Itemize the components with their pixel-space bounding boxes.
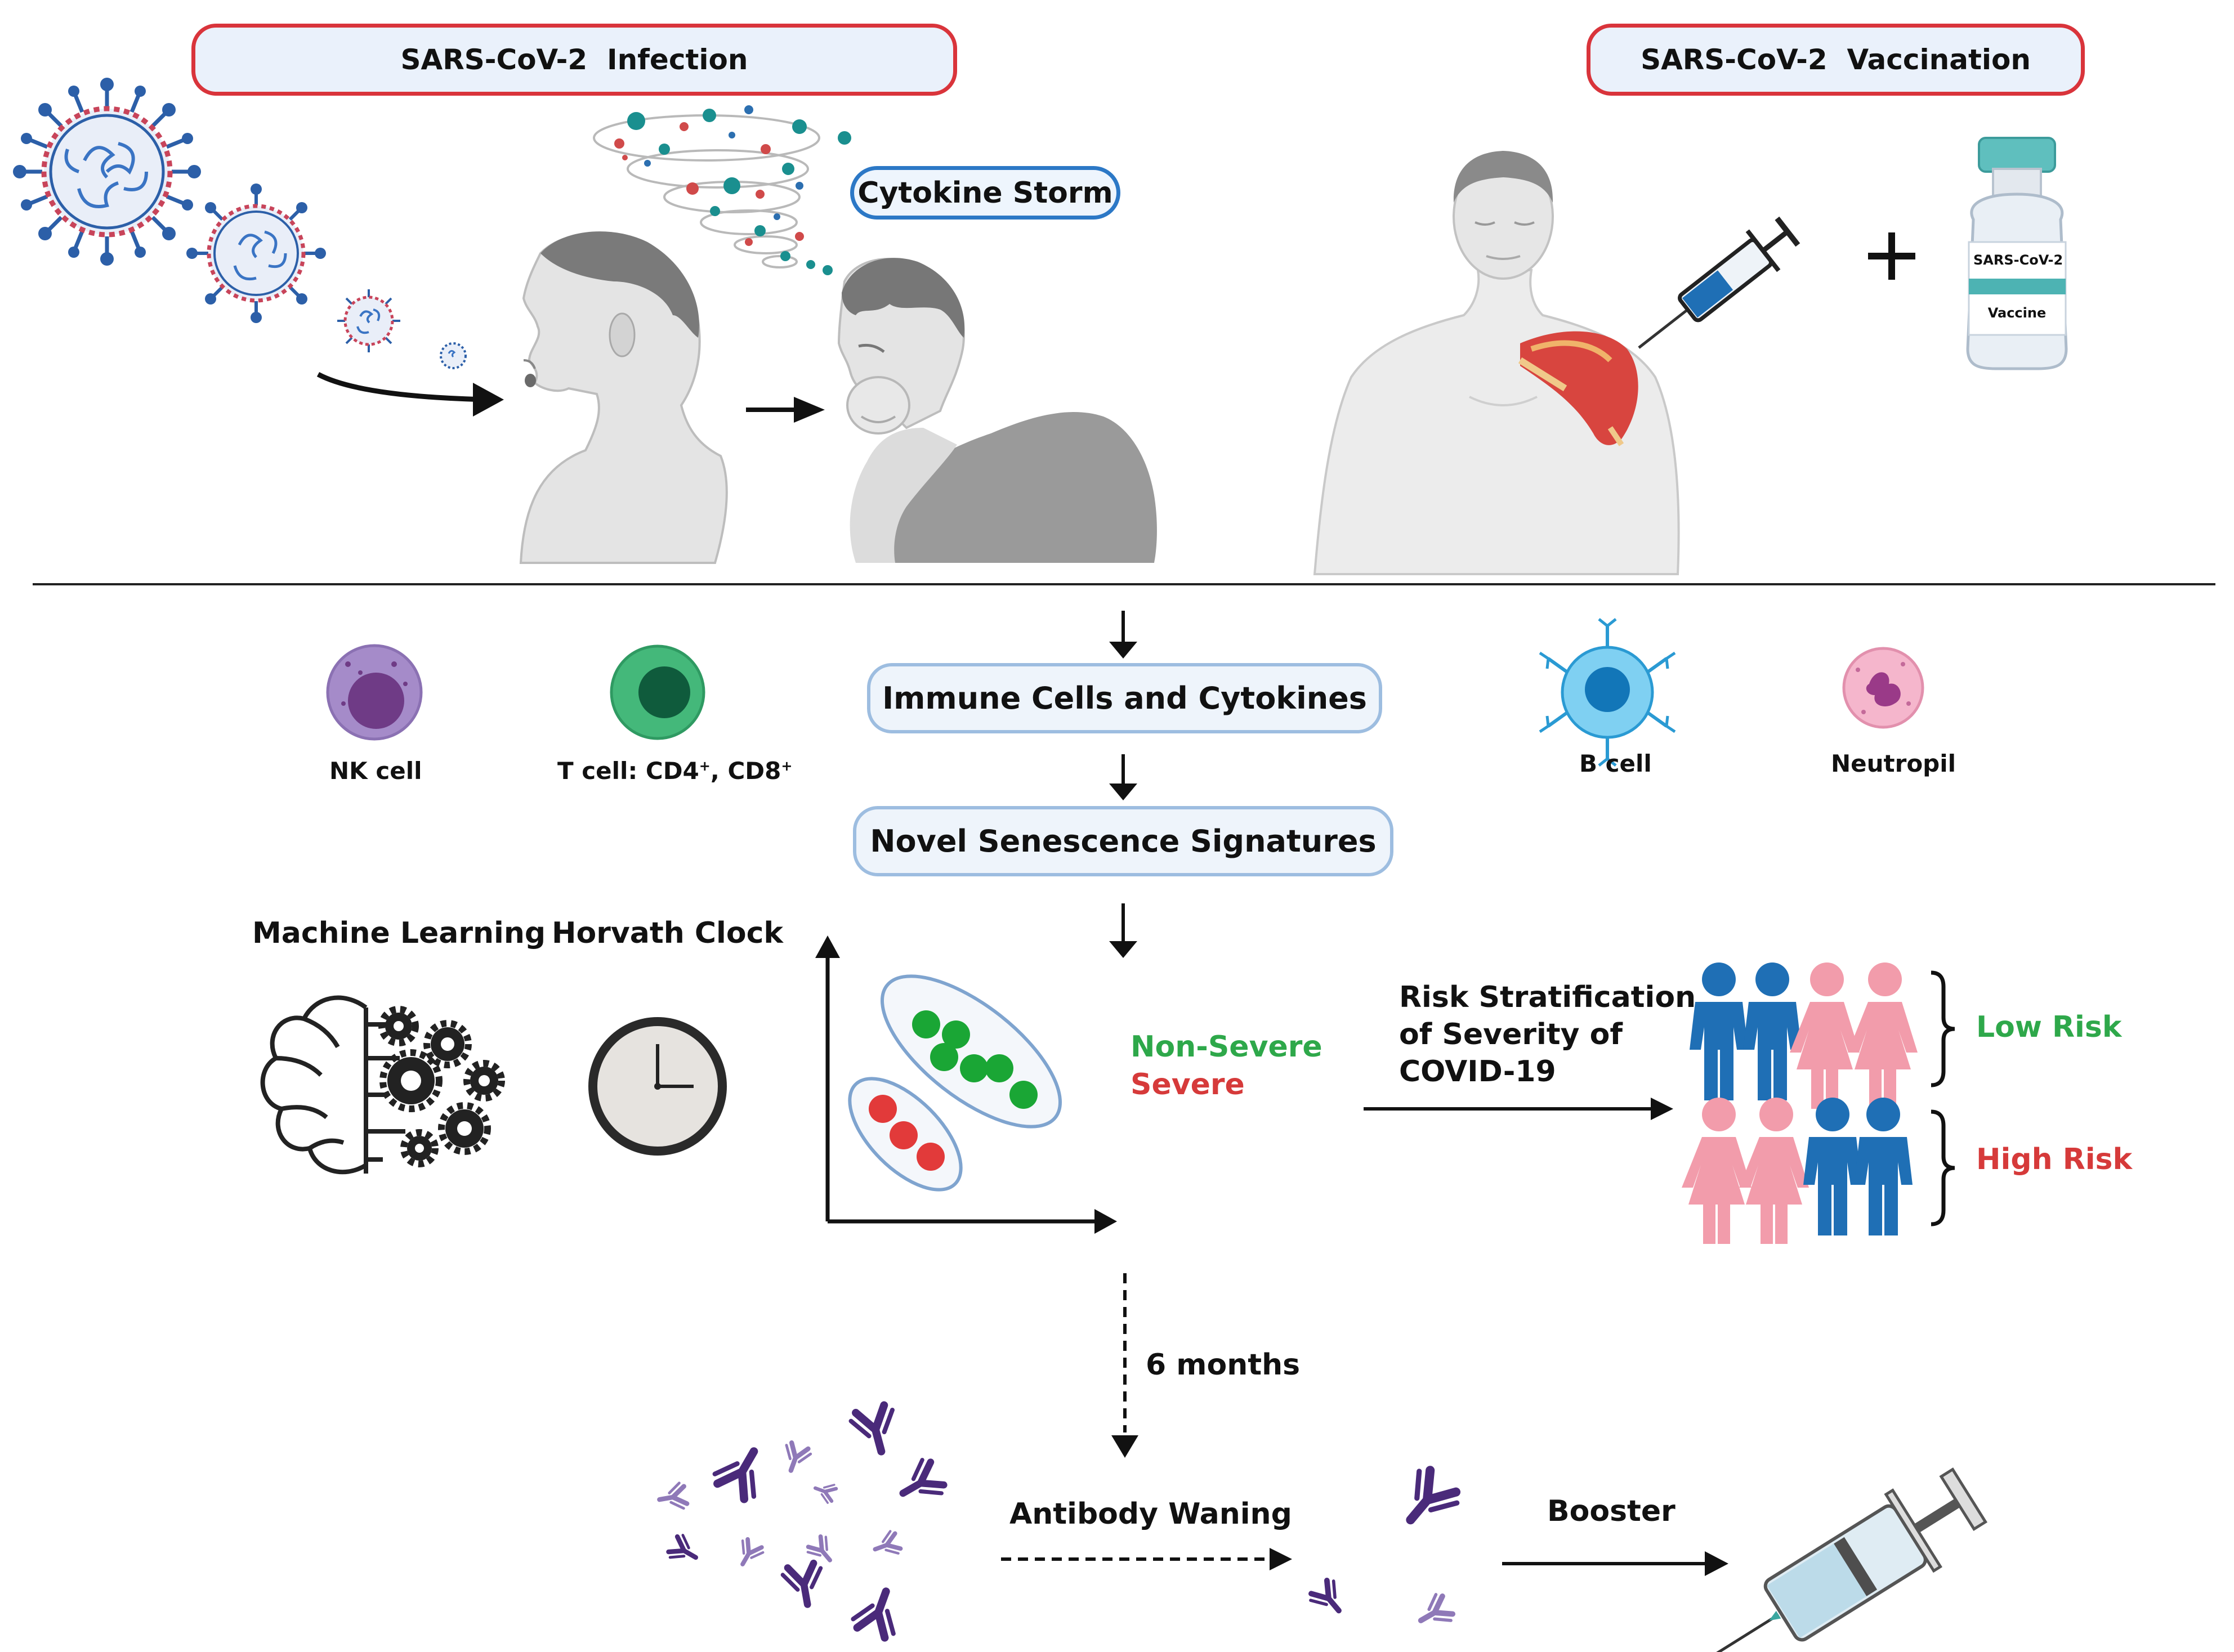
t-cell-icon (610, 644, 705, 740)
vial-label-2: Vaccine (1987, 305, 2047, 321)
risk-line-3: COVID-19 (1399, 1055, 1556, 1089)
machine-learning-label: Machine Learning (252, 916, 546, 950)
booster-syringe-icon (1706, 1467, 1988, 1652)
neutrophil-icon (1842, 647, 1924, 729)
waned-antibody-icon (1308, 1465, 1462, 1633)
antibody-cluster-icon (657, 1403, 946, 1640)
infection-title-box: SARS-CoV-2 Infection (191, 24, 957, 96)
six-months-label: 6 months (1146, 1348, 1301, 1382)
cytokine-storm-label: Cytokine Storm (857, 176, 1113, 210)
high-risk-people-icon (1682, 1098, 1913, 1244)
b-cell-icon (1539, 618, 1676, 767)
risk-line-2: of Severity of (1399, 1018, 1623, 1051)
infection-title: SARS-CoV-2 Infection (400, 43, 748, 76)
high-risk-label: High Risk (1976, 1143, 2133, 1176)
vaccination-title-box: SARS-CoV-2 Vaccination (1587, 24, 2085, 96)
nk-cell-icon (326, 644, 423, 741)
t-cell-label-cd8: , CD8 (710, 757, 781, 785)
vial-label-1: SARS-CoV-2 (1973, 252, 2063, 268)
neutrophil-label: Neutropil (1831, 750, 1956, 777)
cluster-plot (815, 935, 1117, 1234)
immune-cells-label: Immune Cells and Cytokines (882, 681, 1367, 716)
gear-icon (385, 1013, 498, 1161)
vaccine-vial-icon (1966, 137, 2068, 370)
booster-label: Booster (1547, 1494, 1676, 1528)
coughing-person-illustration (837, 258, 1157, 563)
vaccination-title: SARS-CoV-2 Vaccination (1641, 43, 2031, 76)
t-cell-cd8-sup: + (781, 758, 793, 774)
t-cell-label: T cell: CD4+, CD8+ (557, 757, 793, 785)
virus-large-icon (13, 78, 201, 266)
risk-line-1: Risk Stratification (1399, 981, 1696, 1014)
virus-medium-icon (186, 183, 326, 323)
plus-icon (1868, 232, 1915, 280)
nk-cell-label: NK cell (329, 757, 422, 785)
clock-icon (588, 1017, 727, 1156)
low-risk-people-icon (1690, 962, 1918, 1109)
non-severe-cluster-points (912, 1010, 1038, 1109)
low-risk-label: Low Risk (1976, 1010, 2122, 1044)
horvath-clock-label: Horvath Clock (552, 916, 783, 950)
cytokine-storm-box: Cytokine Storm (850, 166, 1120, 220)
virus-small-icon (337, 289, 400, 352)
machine-learning-brain-icon (260, 995, 405, 1175)
antibody-waning-label: Antibody Waning (1009, 1497, 1292, 1531)
cytokine-tornado-icon (593, 105, 851, 275)
vaccinated-person-illustration (1313, 151, 1680, 575)
severe-cluster-points (869, 1095, 945, 1171)
severe-label: Severe (1131, 1068, 1245, 1102)
immune-cells-box: Immune Cells and Cytokines (867, 663, 1382, 733)
inhaling-person-illustration (519, 231, 728, 564)
non-severe-label: Non-Severe (1131, 1030, 1322, 1064)
senescence-box: Novel Senescence Signatures (853, 806, 1393, 876)
risk-braces (1931, 970, 1955, 1226)
virus-tiny-icon (440, 342, 467, 369)
t-cell-cd4-sup: + (699, 758, 711, 774)
senescence-label: Novel Senescence Signatures (870, 823, 1377, 859)
inhalation-arrow (316, 372, 490, 402)
t-cell-label-cd4: T cell: CD4 (557, 757, 699, 785)
b-cell-label: B cell (1579, 750, 1652, 777)
syringe-icon (1638, 216, 1800, 349)
